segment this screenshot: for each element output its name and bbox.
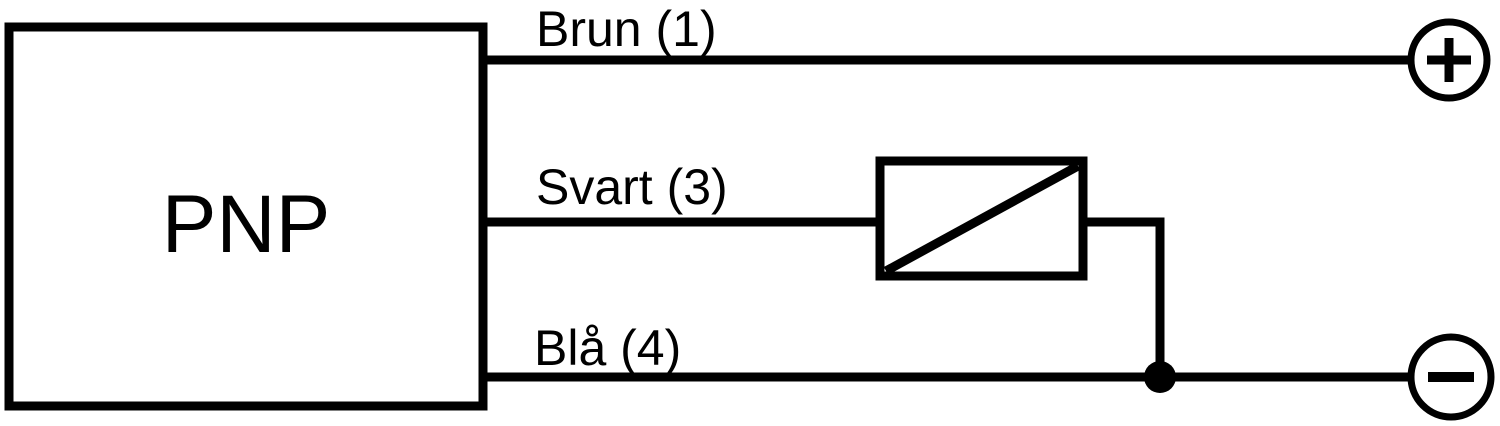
wire-blue: Blå (4) xyxy=(483,320,1408,382)
wire-blue-label: Blå (4) xyxy=(534,320,681,376)
junction-dot xyxy=(1144,361,1176,393)
wire-brown: Brun (1) xyxy=(483,1,1408,65)
wire-black: Svart (3) xyxy=(483,159,880,227)
minus-terminal xyxy=(1407,333,1495,421)
load-to-junction-wire xyxy=(1083,217,1165,377)
sensor-box: PNP xyxy=(4,22,488,411)
wire-black-label: Svart (3) xyxy=(536,159,728,215)
plus-terminal xyxy=(1407,18,1491,102)
plus-icon xyxy=(1427,38,1471,82)
load-symbol xyxy=(875,156,1088,281)
sensor-label: PNP xyxy=(162,179,331,270)
wire-brown-label: Brun (1) xyxy=(536,1,717,57)
sensor-box-outline xyxy=(4,22,488,411)
load-diagonal xyxy=(883,162,1081,275)
